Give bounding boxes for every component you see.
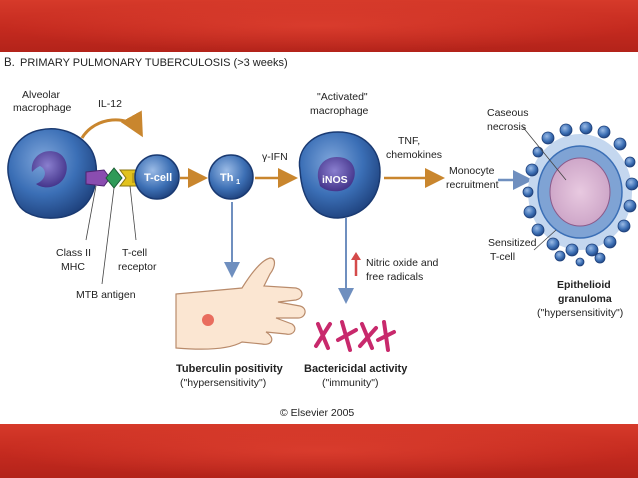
tnf-label-1: TNF, bbox=[398, 135, 420, 147]
inos-label: iNOS bbox=[322, 174, 348, 186]
nitric-oxide-label-1: Nitric oxide and bbox=[366, 257, 439, 269]
tcell-receptor-label-2: receptor bbox=[118, 261, 157, 273]
il12-label: IL-12 bbox=[98, 98, 122, 110]
activated-macrophage-label-1: "Activated" bbox=[317, 91, 368, 103]
diagram-panel: B. PRIMARY PULMONARY TUBERCULOSIS (>3 we… bbox=[0, 52, 638, 424]
class2-label-1: Class II bbox=[56, 247, 91, 259]
tuberculin-label-1: Tuberculin positivity bbox=[176, 363, 284, 375]
dead-bacteria bbox=[314, 320, 396, 352]
bactericidal-label-2: ("immunity") bbox=[322, 377, 378, 389]
monocyte-label-2: recruitment bbox=[446, 179, 499, 191]
tcell-receptor-label-1: T-cell bbox=[122, 247, 147, 259]
mtb-antigen-label: MTB antigen bbox=[76, 289, 136, 301]
sensitized-pointer bbox=[533, 229, 557, 251]
sensitized-label-2: T-cell bbox=[490, 251, 515, 263]
gamma-ifn-label: γ-IFN bbox=[262, 151, 288, 163]
t-cell-label: T-cell bbox=[144, 172, 172, 184]
antigen-pointer bbox=[101, 187, 115, 285]
tb-pathway-diagram: B. PRIMARY PULMONARY TUBERCULOSIS (>3 we… bbox=[4, 57, 638, 419]
sensitized-label-1: Sensitized bbox=[488, 237, 537, 249]
mhc-antigen-complex bbox=[85, 167, 141, 189]
receptor-pointer bbox=[129, 185, 137, 241]
caseous-pointer bbox=[521, 125, 567, 181]
caseous-label-1: Caseous bbox=[487, 107, 528, 119]
granuloma-label-3: ("hypersensitivity") bbox=[537, 307, 623, 319]
class2-label-2: MHC bbox=[61, 261, 85, 273]
arm-skin-test bbox=[175, 257, 306, 350]
class2-pointer bbox=[85, 185, 97, 241]
alveolar-macrophage-label-1: Alveolar bbox=[22, 89, 60, 101]
bottom-red-band bbox=[0, 424, 638, 478]
bactericidal-label-1: Bactericidal activity bbox=[304, 363, 408, 375]
granuloma-label-1: Epithelioid bbox=[557, 279, 611, 291]
caseous-label-2: necrosis bbox=[487, 121, 526, 133]
granuloma-label-2: granuloma bbox=[558, 293, 612, 305]
panel-title: PRIMARY PULMONARY TUBERCULOSIS (>3 weeks… bbox=[20, 57, 288, 69]
t-cell: T-cell bbox=[134, 154, 180, 200]
activated-macrophage-label-2: macrophage bbox=[310, 105, 369, 117]
tnf-label-2: chemokines bbox=[386, 149, 442, 161]
epithelioid-granuloma bbox=[522, 121, 638, 267]
th1-label: Th bbox=[220, 172, 234, 184]
tuberculin-label-2: ("hypersensitivity") bbox=[180, 377, 266, 389]
alveolar-macrophage-label-2: macrophage bbox=[13, 102, 72, 114]
alveolar-macrophage-cell bbox=[7, 128, 98, 219]
top-red-band bbox=[0, 0, 638, 52]
th1-cell: Th 1 bbox=[208, 154, 254, 200]
th1-subscript: 1 bbox=[236, 177, 240, 186]
nitric-oxide-label-2: free radicals bbox=[366, 271, 423, 283]
activated-macrophage-cell: iNOS bbox=[298, 131, 381, 219]
il12-arrow bbox=[80, 110, 143, 139]
panel-letter: B. bbox=[4, 57, 15, 69]
monocyte-label-1: Monocyte bbox=[449, 165, 495, 177]
copyright-text: © Elsevier 2005 bbox=[280, 407, 354, 419]
